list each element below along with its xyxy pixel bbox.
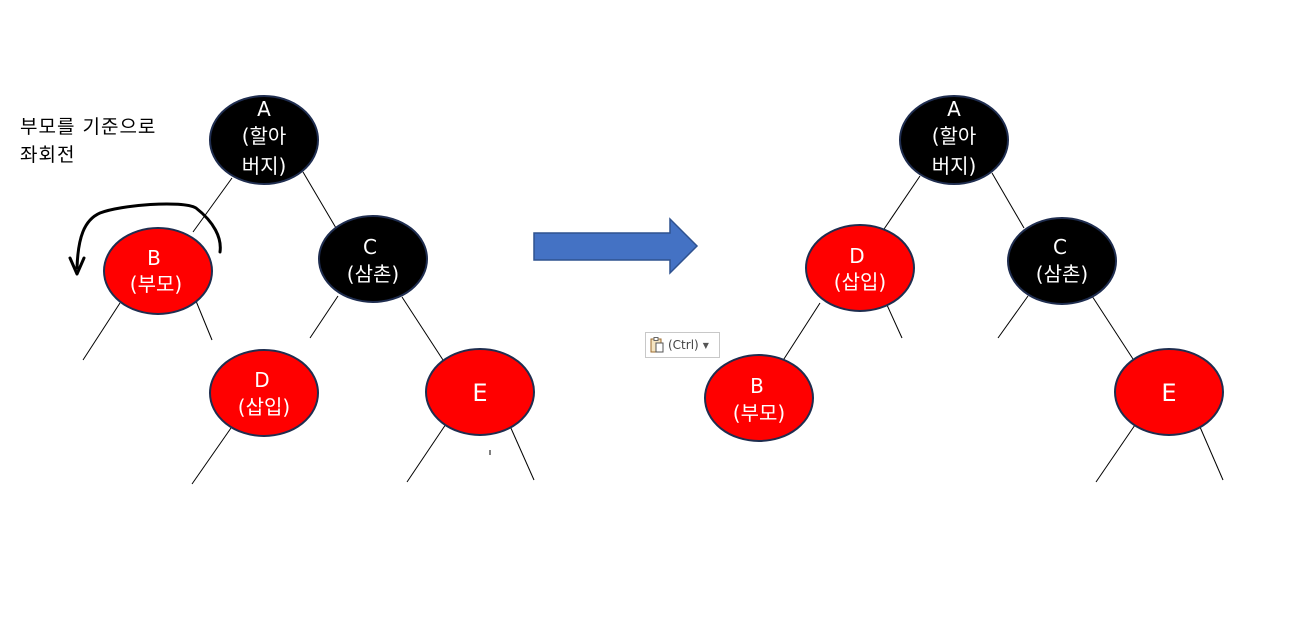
edge-c-leaf-left [309,295,339,339]
node-d-right-l1: D [849,244,864,268]
edge-b-leaf-right [195,300,213,341]
clipboard-icon [650,337,664,353]
node-e-right-l1: E [1161,379,1176,407]
node-a-right-l2: (할아 [932,124,977,148]
node-c-left: C (삼촌) [318,215,428,303]
node-b-left: B (부모) [103,227,213,315]
edge-d-leaf-right [886,304,903,339]
node-d-right-l2: (삽입) [834,270,886,294]
chevron-down-icon: ▼ [702,340,709,350]
node-a-right-l3: 버지) [932,154,977,178]
rotate-arrow-icon [75,202,222,270]
edge-e-leaf-right [1199,426,1224,481]
rotate-arrowhead-icon [68,256,86,276]
node-a-left-l2: (할아 [242,124,287,148]
node-a-left: A (할아 버지) [209,95,319,185]
node-e-left-l1: E [472,379,487,407]
edge-b-leaf-left [82,302,121,361]
edge-e-leaf-right [509,425,535,481]
edge-a-b [192,177,233,233]
edge-d-leaf-left [191,427,232,485]
node-b-right-l1: B [750,374,764,398]
edge-c-e [401,296,444,361]
node-d-right: D (삽입) [805,224,915,312]
node-d-left-l2: (삽입) [238,395,290,419]
edge-d-b [781,302,821,363]
node-d-left-l1: D [254,368,269,392]
node-c-right-l2: (삼촌) [1036,262,1088,286]
node-c-left-l2: (삼촌) [347,262,399,286]
paste-options-label: (Ctrl) [668,338,699,352]
edge-a-d [881,175,921,233]
edge-c-e [1091,295,1134,360]
node-c-right-l1: C [1053,235,1067,259]
node-b-left-l2: (부모) [130,272,182,296]
edge-a-c [991,172,1025,229]
node-c-left-l1: C [363,235,377,259]
node-a-right: A (할아 버지) [899,95,1009,185]
note-line-1: 부모를 기준으로 [20,116,157,138]
node-e-right: E [1114,348,1224,436]
node-b-right-l2: (부모) [733,401,785,425]
node-b-left-l1: B [147,246,161,270]
node-c-right: C (삼촌) [1007,217,1117,305]
edge-a-c [302,171,337,229]
node-a-left-l3: 버지) [242,154,287,178]
edge-c-leaf-left [997,295,1029,339]
node-a-right-l1: A [947,97,961,121]
note-line-2: 좌회전 [20,144,76,166]
node-d-left: D (삽입) [209,349,319,437]
edge-e-leaf-left [406,423,447,483]
transition-arrow-icon [533,217,699,275]
rotation-note: 부모를 기준으로 좌회전 [20,113,195,169]
node-a-left-l1: A [257,97,271,121]
left-tree: A (할아 버지) B (부모) C (삼촌) D (삽입) E [68,95,535,485]
node-e-left: E [425,348,535,436]
paste-options-button[interactable]: (Ctrl) ▼ [645,332,720,358]
right-tree: A (할아 버지) D (삽입) C (삼촌) B (부모) E [704,95,1224,483]
node-b-right: B (부모) [704,354,814,442]
edge-e-leaf-left [1095,424,1136,483]
